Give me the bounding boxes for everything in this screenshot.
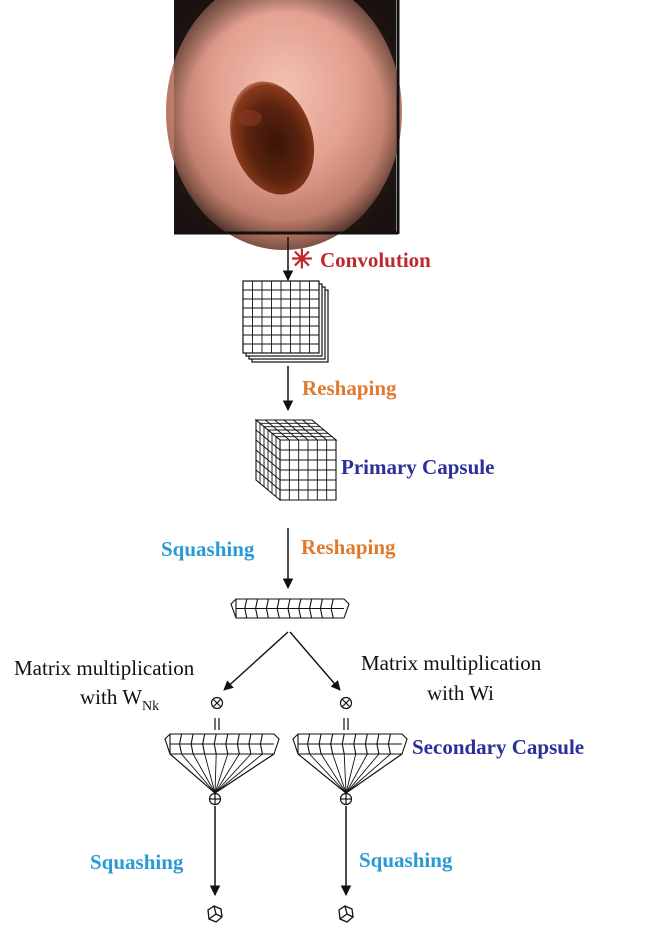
equals-marks: [215, 718, 348, 730]
label-primary-capsule: Primary Capsule: [341, 457, 494, 478]
multiply-operators: [212, 698, 352, 709]
feature-maps-icon: [243, 281, 328, 362]
secondary-capsules: [165, 734, 407, 793]
label-secondary-capsule: Secondary Capsule: [412, 737, 584, 758]
skin-lesion-image: [166, 0, 402, 250]
label-reshaping-2: Reshaping: [301, 537, 396, 558]
output-capsules: [208, 906, 353, 922]
sum-operators: [210, 794, 352, 805]
label-matrix-left-line1: Matrix multiplication: [14, 658, 194, 679]
flattened-capsule-vector: [231, 599, 349, 618]
matrix-left-subscript: Nk: [142, 699, 159, 714]
label-convolution: Convolution: [320, 250, 431, 271]
label-squashing-left: Squashing: [90, 852, 183, 873]
primary-capsule-cube: [256, 420, 336, 500]
label-squashing-right: Squashing: [359, 850, 452, 871]
convolution-symbol: ✳: [291, 247, 313, 273]
label-matrix-right-line2: with Wi: [427, 683, 494, 704]
split-arrows: [224, 632, 340, 690]
label-reshaping-1: Reshaping: [302, 378, 397, 399]
label-squashing-1: Squashing: [161, 539, 254, 560]
label-matrix-left-line2: with WNk: [80, 687, 159, 708]
label-matrix-right-line1: Matrix multiplication: [361, 653, 541, 674]
matrix-left-text: with W: [80, 685, 142, 709]
